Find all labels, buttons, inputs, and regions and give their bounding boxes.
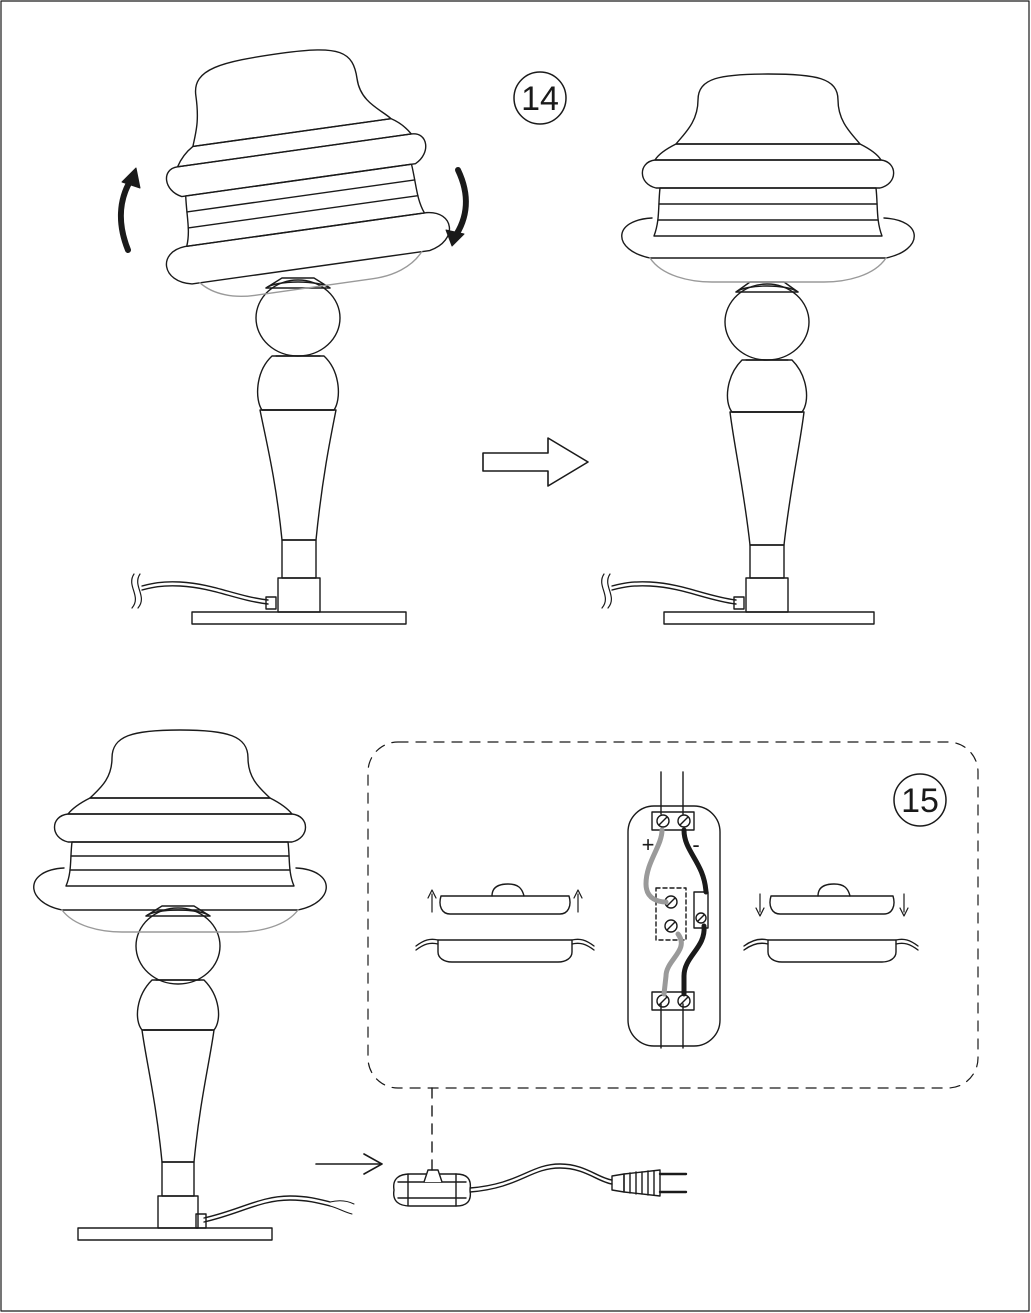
shade-lower-rim [165,211,451,285]
lamp-stem-cylinder [749,544,785,579]
rotate-arrow-icon [117,175,135,253]
lamp-final [33,729,355,1241]
shade-lower-rim [33,867,327,911]
lamp-stem-ball [135,907,221,985]
step-14-badge: 14 [513,71,567,125]
tilted-shade [165,49,451,298]
lamp-stem-taper [259,409,337,541]
lamp-stem-lower-bulb [726,359,808,413]
lamp-base-plate [191,611,407,625]
power-cord [469,1167,613,1193]
lamp-stem-ball [724,283,810,361]
step-14-number: 14 [521,80,559,118]
grey-wire [643,827,669,905]
shade-body [65,841,295,887]
polarity-minus-label: - [692,832,699,857]
lamp-stem-taper [729,411,805,546]
switch-cover-closed [743,883,919,963]
lamp-cable [203,1199,331,1223]
insert-arrow-icon [315,1153,383,1175]
plug-icon [611,1169,688,1197]
lamp-socket-block [157,1195,199,1229]
lamp-socket-block [277,577,321,613]
lamp-stem-lower-bulb [136,979,220,1031]
switch-cover-open [415,883,595,963]
shade-lower-rim [621,217,915,259]
inline-switch-icon [393,1169,472,1207]
lamp-cable [611,585,737,605]
lamp-base-plate [663,611,875,625]
step-15-number: 15 [901,782,939,820]
lamp-aligned-shade [601,73,915,625]
lamp-stem-cylinder [281,539,317,579]
lamp-base-plate [77,1227,273,1241]
shade-top-cap [192,49,392,148]
lamp-socket-block [745,577,789,613]
lamp-stem-lower-bulb [256,355,340,411]
lamp-stem-taper [141,1029,215,1163]
lamp-cable [141,585,269,605]
shade-body [653,187,883,237]
lamp-stem-cylinder [161,1161,195,1197]
next-step-arrow-icon [482,437,589,487]
shade-top-cap [89,729,271,799]
shade-body [185,163,426,248]
shade-upper-ring [165,133,427,198]
shade-upper-ring [641,159,895,189]
shade-top-cap [675,73,861,145]
switch-detail-box [367,741,979,1089]
lamp-tilted-shade [117,49,469,625]
rotate-arrow-icon [451,167,469,241]
polarity-plus-label: + [642,832,655,857]
switch-wiring-detail: + - [627,771,721,1049]
step-15-badge: 15 [893,773,947,827]
lamp-stem-ball [255,279,341,357]
shade-upper-ring [53,813,307,843]
black-wire [681,827,709,895]
